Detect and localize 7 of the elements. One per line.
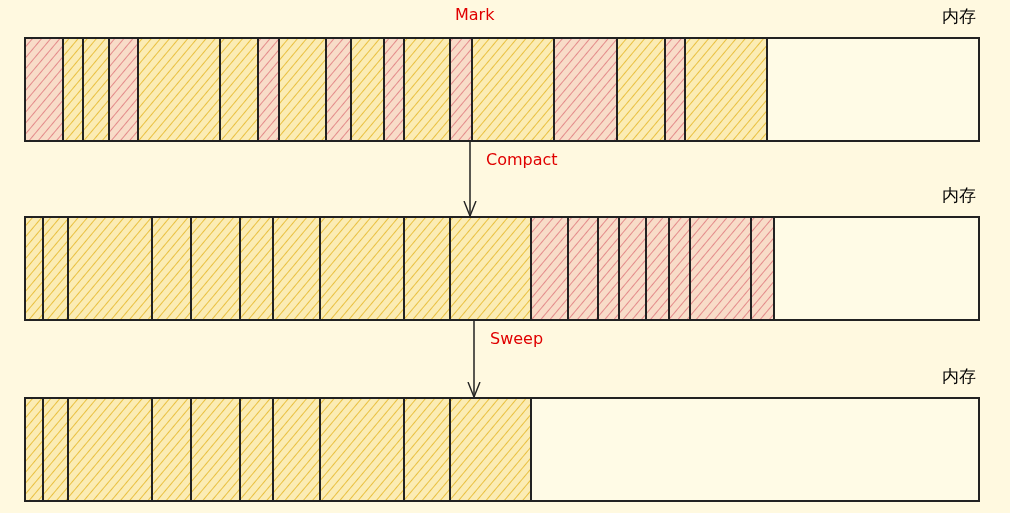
arrow: [463, 141, 477, 217]
edge-label: Compact: [484, 150, 560, 169]
memory-heading: 内存: [942, 5, 976, 28]
arrow: [467, 320, 481, 398]
memory-heading: 内存: [942, 184, 976, 207]
memory-heading: 内存: [942, 365, 976, 388]
edge-label: Sweep: [488, 329, 546, 348]
